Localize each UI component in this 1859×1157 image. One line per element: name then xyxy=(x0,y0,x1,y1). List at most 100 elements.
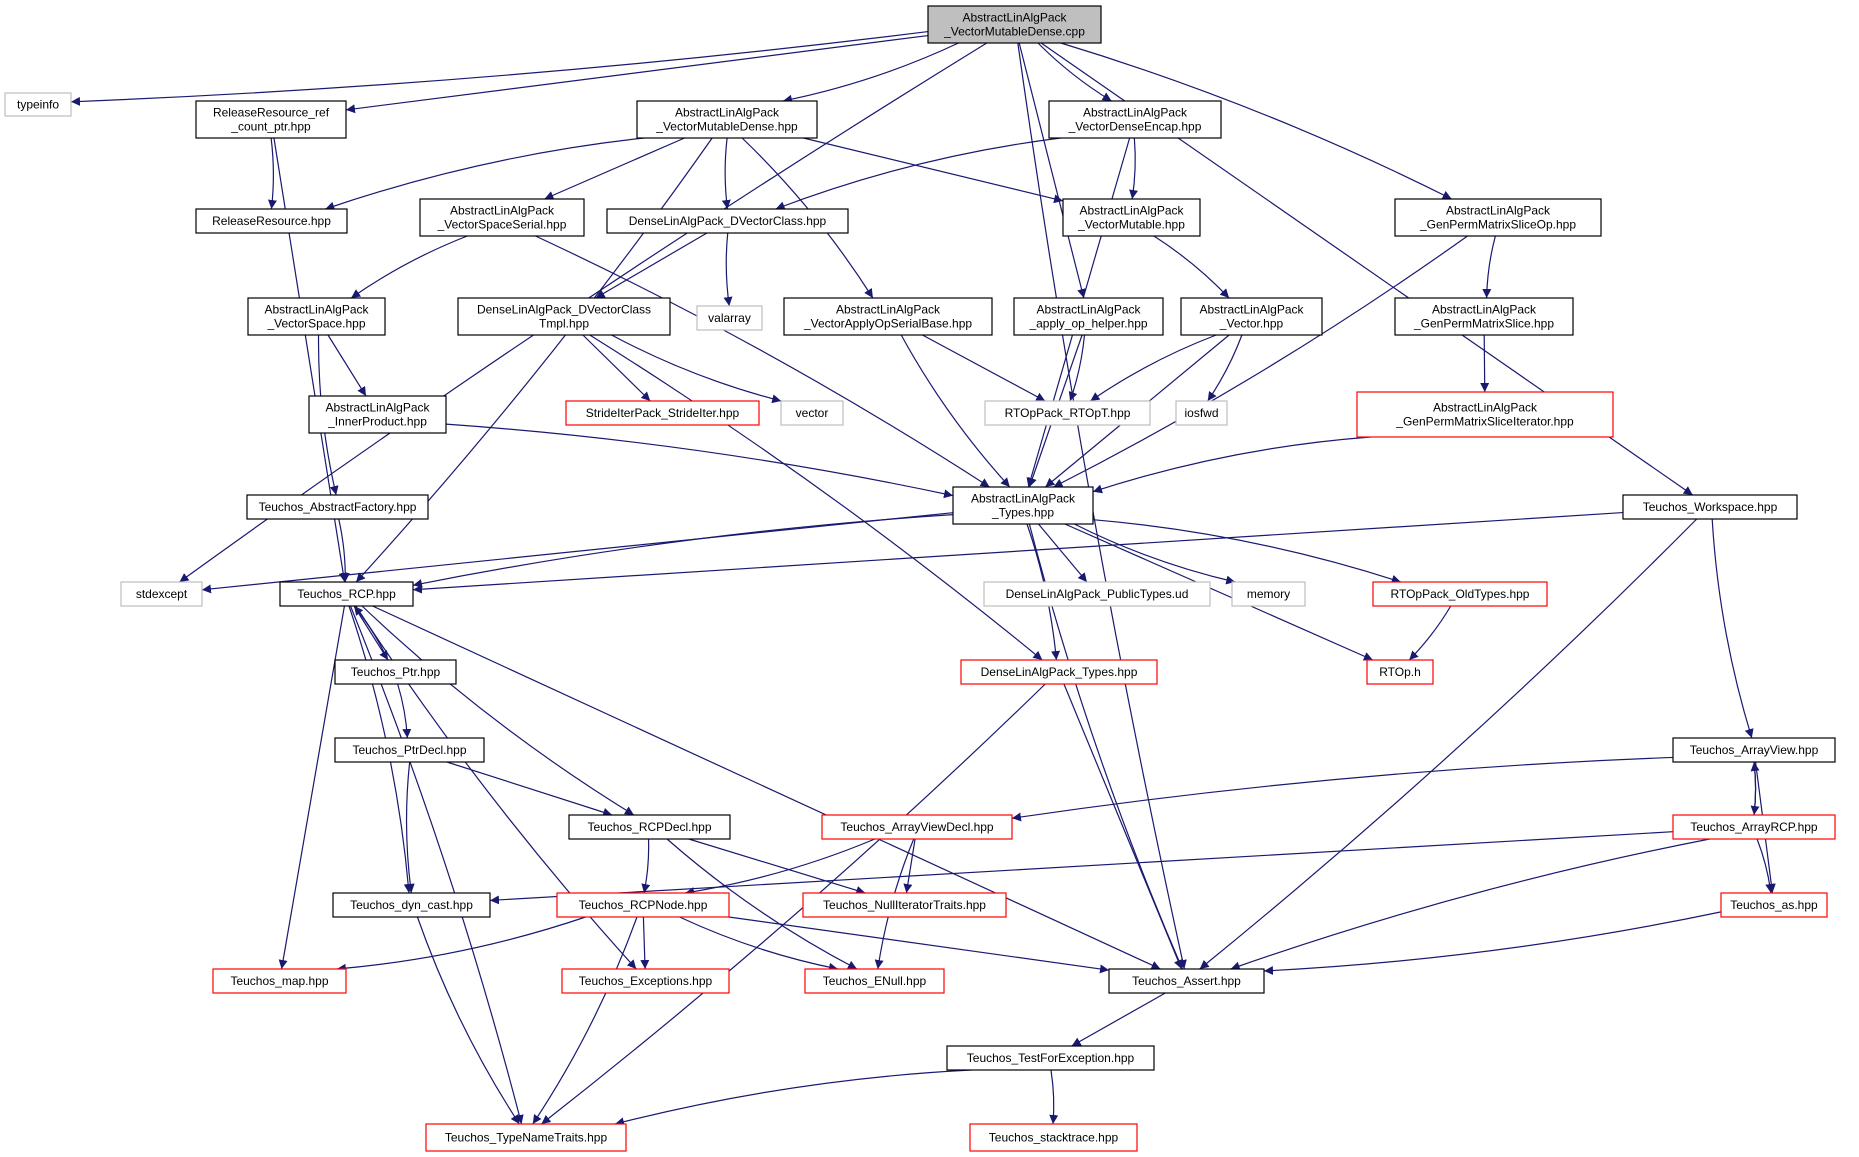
node-vaosb[interactable]: AbstractLinAlgPack_VectorApplyOpSerialBa… xyxy=(783,297,993,336)
node-rtopold[interactable]: RTOpPack_OldTypes.hpp xyxy=(1372,581,1548,607)
edge-vmdhpp-to-rcp xyxy=(355,137,713,583)
node-stack[interactable]: Teuchos_stacktrace.hpp xyxy=(969,1123,1138,1152)
node-typeinfo[interactable]: typeinfo xyxy=(4,92,72,117)
edge-ptr-to-ptrdecl xyxy=(397,683,412,739)
edge-av-to-avdecl xyxy=(1011,756,1674,822)
node-label: AbstractLinAlgPack xyxy=(264,303,369,317)
node-enull[interactable]: Teuchos_ENull.hpp xyxy=(804,968,945,994)
node-ws[interactable]: Teuchos_Workspace.hpp xyxy=(1622,494,1798,520)
node-dyncast[interactable]: Teuchos_dyn_cast.hpp xyxy=(332,892,491,918)
edge-vss-to-vs xyxy=(350,235,468,299)
node-box xyxy=(1062,198,1201,237)
edge-dvc-to-valarray xyxy=(723,232,733,307)
node-rcpnode[interactable]: Teuchos_RCPNode.hpp xyxy=(556,892,730,918)
node-exc[interactable]: Teuchos_Exceptions.hpp xyxy=(561,968,730,994)
node-box xyxy=(1672,814,1836,840)
edge-vde-to-vm xyxy=(1129,137,1138,200)
node-label: Teuchos_RCPNode.hpp xyxy=(579,898,708,912)
node-box xyxy=(1048,100,1222,139)
node-vm[interactable]: AbstractLinAlgPack_VectorMutable.hpp xyxy=(1062,198,1201,237)
node-label: DenseLinAlgPack_DVectorClass xyxy=(477,303,651,317)
edge-vs-to-ip xyxy=(327,334,367,397)
edge-dvct-to-dlatypes xyxy=(589,334,1043,661)
edge-rcp-to-map xyxy=(278,605,346,970)
node-dlatypes[interactable]: DenseLinAlgPack_Types.hpp xyxy=(960,659,1158,685)
node-box xyxy=(561,968,730,994)
node-aoh[interactable]: AbstractLinAlgPack_apply_op_helper.hpp xyxy=(1013,297,1164,336)
node-box xyxy=(212,968,347,994)
node-releaseref[interactable]: ReleaseResource_ref_count_ptr.hpp xyxy=(195,100,347,139)
node-vec[interactable]: AbstractLinAlgPack_Vector.hpp xyxy=(1180,297,1323,336)
edge-releaseref-to-rr xyxy=(267,137,277,210)
node-valarray[interactable]: valarray xyxy=(696,305,763,331)
edge-ws-to-av xyxy=(1711,518,1754,739)
node-types[interactable]: AbstractLinAlgPack_Types.hpp xyxy=(952,486,1094,525)
node-box xyxy=(565,400,760,426)
edge-vmdhpp-to-dvc xyxy=(721,137,731,210)
node-rr[interactable]: ReleaseResource.hpp xyxy=(195,208,348,234)
node-rtoph[interactable]: RTOp.h xyxy=(1366,659,1434,685)
node-label: AbstractLinAlgPack xyxy=(1199,303,1304,317)
edge-vec-to-rtopt xyxy=(1090,334,1217,402)
node-avdecl[interactable]: Teuchos_ArrayViewDecl.hpp xyxy=(821,814,1013,840)
node-as[interactable]: Teuchos_as.hpp xyxy=(1720,892,1828,918)
node-nit[interactable]: Teuchos_NullIteratorTraits.hpp xyxy=(802,892,1007,918)
node-gpmso[interactable]: AbstractLinAlgPack_GenPermMatrixSliceOp.… xyxy=(1394,198,1602,237)
node-iosfwd[interactable]: iosfwd xyxy=(1175,400,1228,426)
node-rcpdecl[interactable]: Teuchos_RCPDecl.hpp xyxy=(568,814,731,840)
node-label: RTOpPack_RTOpT.hpp xyxy=(1005,406,1131,420)
node-label: Teuchos_ENull.hpp xyxy=(823,974,927,988)
edge-gpms-to-gpmsi xyxy=(1480,334,1490,393)
edge-rtopold-to-rtoph xyxy=(1408,605,1452,661)
node-label: Teuchos_as.hpp xyxy=(1730,898,1818,912)
node-tnt[interactable]: Teuchos_TypeNameTraits.hpp xyxy=(425,1123,627,1152)
node-map[interactable]: Teuchos_map.hpp xyxy=(212,968,347,994)
edge-arcp-to-dyncast xyxy=(489,831,1674,905)
node-tfe[interactable]: Teuchos_TestForException.hpp xyxy=(946,1045,1155,1071)
node-vector[interactable]: vector xyxy=(780,400,844,426)
node-dlapt[interactable]: DenseLinAlgPack_PublicTypes.ud xyxy=(983,581,1211,607)
node-box xyxy=(1366,659,1434,685)
node-stdexcept[interactable]: stdexcept xyxy=(120,581,203,607)
node-rcp[interactable]: Teuchos_RCP.hpp xyxy=(279,581,414,607)
edge-dvc-to-dvct xyxy=(595,232,708,299)
node-box xyxy=(1394,297,1574,336)
node-label: Teuchos_TypeNameTraits.hpp xyxy=(445,1131,608,1145)
node-box xyxy=(802,892,1007,918)
node-box xyxy=(195,208,348,234)
node-memory[interactable]: memory xyxy=(1231,581,1306,607)
node-rtopt[interactable]: RTOpPack_RTOpT.hpp xyxy=(984,400,1151,426)
node-label: _VectorMutableDense.hpp xyxy=(655,120,798,134)
edge-rcp-to-rcpdecl xyxy=(361,605,635,816)
node-gpms[interactable]: AbstractLinAlgPack_GenPermMatrixSlice.hp… xyxy=(1394,297,1574,336)
node-vss[interactable]: AbstractLinAlgPack_VectorSpaceSerial.hpp xyxy=(419,198,585,237)
node-box xyxy=(783,297,993,336)
node-label: Teuchos_NullIteratorTraits.hpp xyxy=(823,898,986,912)
node-vmdhpp[interactable]: AbstractLinAlgPack_VectorMutableDense.hp… xyxy=(636,100,818,139)
node-label: Teuchos_AbstractFactory.hpp xyxy=(259,500,417,514)
node-gpmsi[interactable]: AbstractLinAlgPack_GenPermMatrixSliceIte… xyxy=(1356,391,1614,438)
node-assert[interactable]: Teuchos_Assert.hpp xyxy=(1108,968,1265,994)
edge-root-to-typeinfo xyxy=(70,30,929,106)
node-af[interactable]: Teuchos_AbstractFactory.hpp xyxy=(246,494,429,520)
node-box xyxy=(636,100,818,139)
node-box xyxy=(1231,581,1306,607)
edge-tfe-to-tnt xyxy=(614,1069,972,1127)
node-box xyxy=(425,1123,627,1152)
node-ip[interactable]: AbstractLinAlgPack_InnerProduct.hpp xyxy=(308,395,447,434)
edge-dlatypes-to-assert xyxy=(1063,683,1183,970)
node-vde[interactable]: AbstractLinAlgPack_VectorDenseEncap.hpp xyxy=(1048,100,1222,139)
edge-ws-to-rcp xyxy=(412,511,1624,594)
node-arcp[interactable]: Teuchos_ArrayRCP.hpp xyxy=(1672,814,1836,840)
node-sip[interactable]: StrideIterPack_StrideIter.hpp xyxy=(565,400,760,426)
node-vs[interactable]: AbstractLinAlgPack_VectorSpace.hpp xyxy=(247,297,386,336)
node-dvc[interactable]: DenseLinAlgPack_DVectorClass.hpp xyxy=(606,208,849,234)
node-ptrdecl[interactable]: Teuchos_PtrDecl.hpp xyxy=(334,737,485,763)
node-ptr[interactable]: Teuchos_Ptr.hpp xyxy=(334,659,457,685)
node-av[interactable]: Teuchos_ArrayView.hpp xyxy=(1672,737,1836,763)
node-root[interactable]: AbstractLinAlgPack_VectorMutableDense.cp… xyxy=(927,5,1102,44)
node-box xyxy=(1672,737,1836,763)
edge-types-to-rtoph xyxy=(1064,523,1374,661)
node-label: _count_ptr.hpp xyxy=(230,120,311,134)
